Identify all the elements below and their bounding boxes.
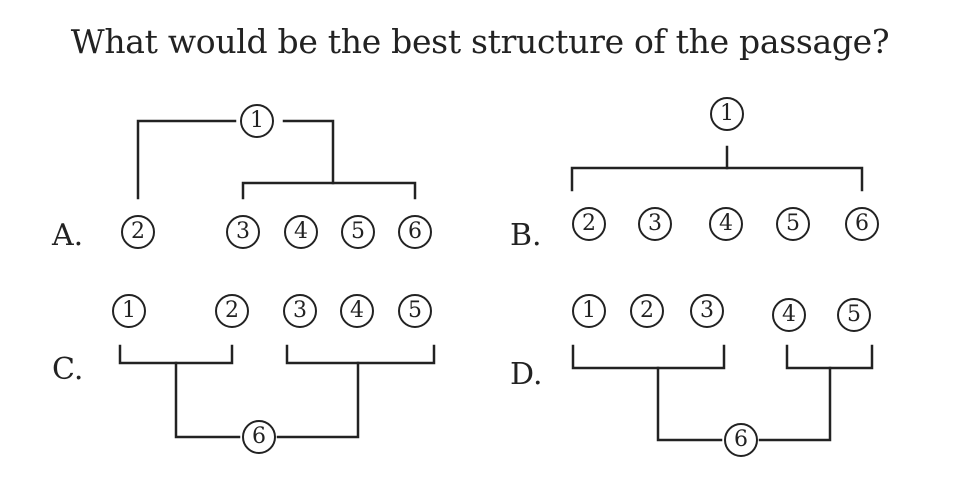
option-d-label: D. [510,357,543,392]
option-c-node-5: 5 [398,294,432,328]
option-a-node-5: 5 [341,215,375,249]
option-d-bracket-1-3 [571,344,726,370]
option-b-label: B. [510,218,542,253]
option-d-bracket-4-5 [785,344,874,370]
option-a-node-2: 2 [121,215,155,249]
option-d-node-3: 3 [690,294,724,328]
option-b-node-3: 3 [638,207,672,241]
option-d-connector-to-6 [656,366,832,442]
option-a-connector-left [136,119,237,200]
option-b-node-1: 1 [710,97,744,131]
question-text: What would be the best structure of the … [70,22,890,61]
option-c-bracket-3-5 [285,344,436,365]
option-b-bracket-2-6 [570,166,864,192]
option-a-bracket-3-6 [241,181,417,200]
option-a-connector-right [282,119,335,185]
option-a-node-6: 6 [398,215,432,249]
option-d-node-2: 2 [630,294,664,328]
option-b-node-4: 4 [709,207,743,241]
option-a-node-4: 4 [284,215,318,249]
option-d-node-4: 4 [772,298,806,332]
option-c-bracket-1-2 [118,344,234,365]
option-d-node-6: 6 [724,423,758,457]
option-d-node-5: 5 [837,298,871,332]
option-c-node-6: 6 [242,420,276,454]
option-b-node-2: 2 [572,207,606,241]
option-a-node-1: 1 [240,104,274,138]
option-c-connector-to-6 [174,361,360,439]
option-c-node-1: 1 [112,294,146,328]
option-c-node-4: 4 [340,294,374,328]
option-b-node-5: 5 [776,207,810,241]
option-c-label: C. [52,352,84,387]
option-a-label: A. [52,218,84,253]
option-c-node-2: 2 [215,294,249,328]
option-d-node-1: 1 [572,294,606,328]
option-c-node-3: 3 [283,294,317,328]
option-a-node-3: 3 [226,215,260,249]
option-b-node-6: 6 [845,207,879,241]
